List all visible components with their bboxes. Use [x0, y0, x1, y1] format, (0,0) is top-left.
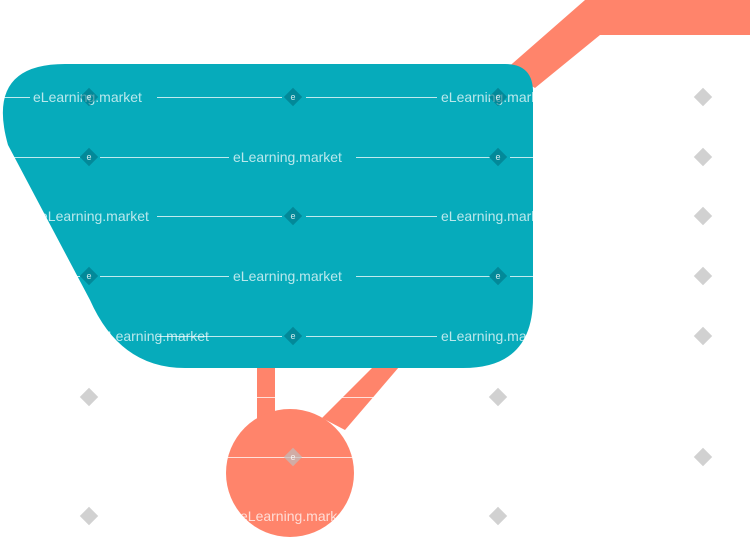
wheelbarrow-handle	[505, 0, 750, 88]
wheelbarrow-bucket	[2, 64, 534, 368]
wheelbarrow-strut	[322, 360, 405, 430]
wheelbarrow-wheel	[226, 409, 354, 537]
